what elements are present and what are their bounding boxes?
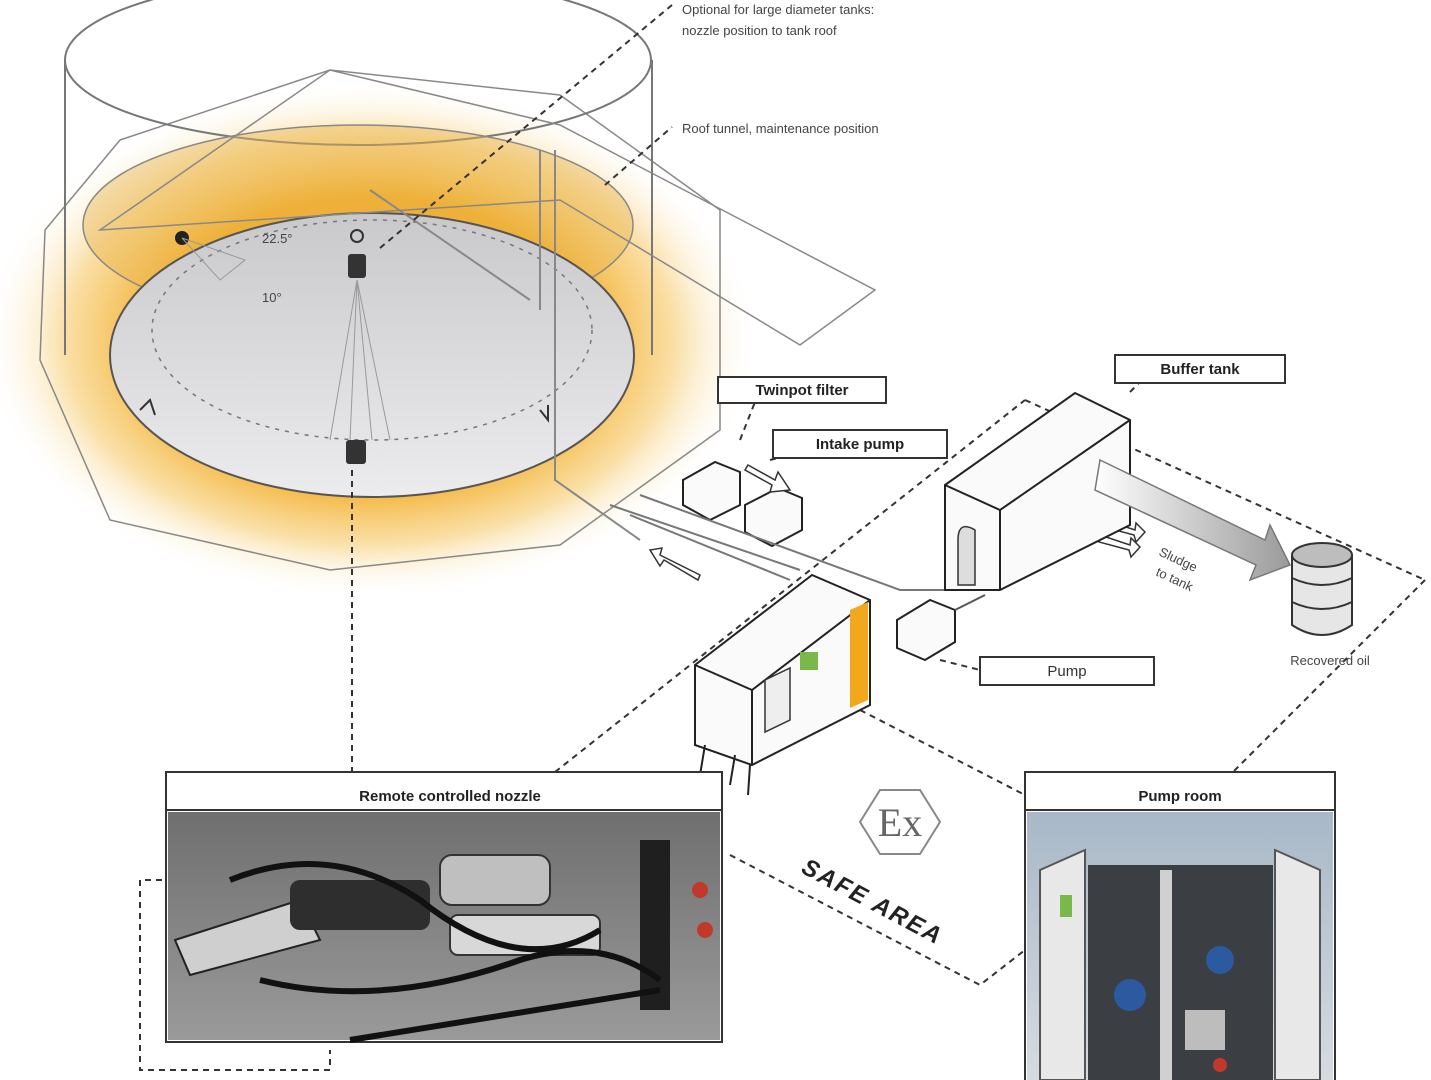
oil-output-arrow [1094,458,1292,582]
pump-room-container [694,573,871,796]
connecting-pipes [609,494,945,591]
intake-pump-text: Intake pump [816,436,904,453]
recovered-oil-text: Recovered oil [1290,653,1370,668]
buffer-tank [944,391,1131,591]
pump-room-title: Pump room [1138,788,1221,805]
spray-fan [181,237,247,281]
tank-ground-outline [39,69,721,571]
pump-label: Pump [979,656,1155,686]
pump-text: Pump [1047,663,1086,680]
ex-hazard-symbol: Ex [858,789,942,855]
angle-label-2: 10° [262,290,282,305]
storage-tank: 22.5° 10° [0,0,877,600]
nozzle-bottom [346,440,366,464]
tank-pipes [369,150,641,541]
callout-lines [139,4,1426,1071]
pump-room-photo-panel: Pump room [1024,771,1336,1080]
ex-symbol-text: Ex [878,800,922,845]
spray-lines [329,279,391,441]
floor-mark-right [539,405,549,423]
roof-tunnel-note: Roof tunnel, maintenance position [682,121,879,136]
pump-room-machinery [1039,848,1321,1080]
filter-pots [682,460,803,548]
intake-pump-label: Intake pump [772,429,948,459]
angle-label-1: 22.5° [262,231,293,246]
nozzle-top [348,229,366,278]
roof-plane [97,69,877,346]
tank-roof-rim [64,0,652,146]
optional-note-line-1: Optional for large diameter tanks: [682,2,874,17]
twinpot-filter-label: Twinpot filter [717,376,887,404]
buffer-tank-text: Buffer tank [1160,361,1240,378]
buffer-tank-label: Buffer tank [1114,354,1286,384]
recovered-oil-drum [1291,542,1353,636]
tank-wall [64,60,653,355]
optional-note-line-2: nozzle position to tank roof [682,23,837,38]
pump-unit [896,594,986,662]
tank-floor-dashed-ring [151,219,593,441]
nozzle-machinery [173,840,713,1043]
nozzle-photo-panel: Remote controlled nozzle [165,771,723,1043]
nozzle-title: Remote controlled nozzle [359,788,541,805]
floor-mark-left [139,398,156,416]
twinpot-filter-text: Twinpot filter [755,382,848,399]
